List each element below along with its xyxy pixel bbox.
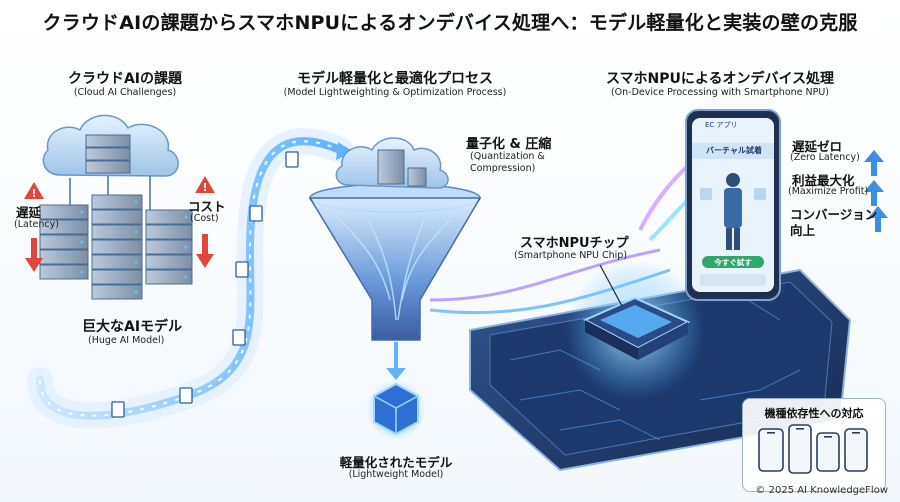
conversion-label-2: 向上 (790, 223, 816, 238)
phone-variant-icon (758, 428, 784, 472)
npu-chip-icon (565, 260, 705, 400)
cloud-section-title: クラウドAIの課題 (67, 71, 183, 87)
zero-latency-sublabel: (Zero Latency) (790, 152, 860, 163)
cost-down-arrow-icon (196, 234, 214, 268)
cloud-server-icon (39, 114, 193, 300)
lightweight-model-icon (366, 380, 426, 440)
lightweight-model-label: 軽量化されたモデル (339, 455, 453, 470)
ec-app-phone-icon (685, 109, 781, 301)
svg-text:!: ! (31, 187, 36, 200)
huge-model-sublabel: (Huge AI Model) (88, 335, 165, 346)
optimize-section-title: モデル軽量化と最適化プロセス (297, 71, 493, 87)
npu-label-leader (599, 264, 623, 307)
npu-chip-label: スマホNPUチップ (520, 236, 629, 251)
phone-variant-icon (816, 432, 840, 472)
device-dependency-title: 機種依存性への対応 (764, 407, 864, 420)
zero-latency-up-arrow-icon (864, 150, 884, 176)
phone-variant-icon (844, 428, 868, 472)
quantization-label: 量子化 & 圧縮 (466, 137, 552, 152)
device-variants-icons (758, 424, 868, 474)
device-dependency-box: 機種依存性への対応 (742, 398, 886, 492)
latency-sublabel: (Latency) (14, 219, 59, 230)
profit-up-arrow-icon (864, 180, 884, 206)
latency-down-arrow-icon (25, 238, 43, 272)
cloud-section-subtitle: (Cloud AI Challenges) (73, 87, 177, 98)
device-section-subtitle: (On-Device Processing with Smartphone NP… (610, 87, 830, 98)
phone-app-name: EC アプリ (705, 121, 738, 129)
conversion-label-1: コンバージョン (790, 207, 878, 222)
cost-sublabel: (Cost) (190, 213, 219, 224)
latency-warning-icon: ! (24, 182, 44, 200)
npu-chip-sublabel: (Smartphone NPU Chip) (514, 250, 628, 261)
quantization-sublabel-2: Compression) (470, 163, 536, 174)
cost-label: コスト (188, 199, 226, 214)
data-flow-ribbon (27, 128, 354, 429)
profit-label: 利益最大化 (792, 173, 855, 188)
copyright-text: © 2025 AI KnowledgeFlow (755, 485, 888, 496)
optimize-section-subtitle: (Model Lightweighting & Optimization Pro… (283, 87, 507, 98)
try-now-button: 今すぐ試す (714, 258, 752, 267)
latency-label: 遅延 (16, 205, 42, 220)
document-icons (111, 151, 299, 418)
phone-variant-icon (788, 424, 812, 474)
lightweight-model-sublabel: (Lightweight Model) (348, 469, 444, 480)
svg-text:!: ! (202, 181, 207, 194)
profit-sublabel: (Maximize Profit) (788, 186, 869, 197)
zero-latency-label: 遅延ゼロ (792, 139, 843, 154)
optimization-funnel-icon (308, 137, 482, 380)
device-section-title: スマホNPUによるオンデバイス処理 (605, 71, 835, 87)
huge-model-label: 巨大なAIモデル (82, 319, 183, 335)
phone-screen-header: バーチャル試着 (706, 146, 762, 155)
main-title: クラウドAIの課題からスマホNPUによるオンデバイス処理へ：モデル軽量化と実装の… (42, 12, 858, 34)
quantization-sublabel-1: (Quantization & (470, 151, 545, 162)
conversion-up-arrow-icon (868, 206, 888, 232)
cost-warning-icon: ! (195, 176, 215, 194)
